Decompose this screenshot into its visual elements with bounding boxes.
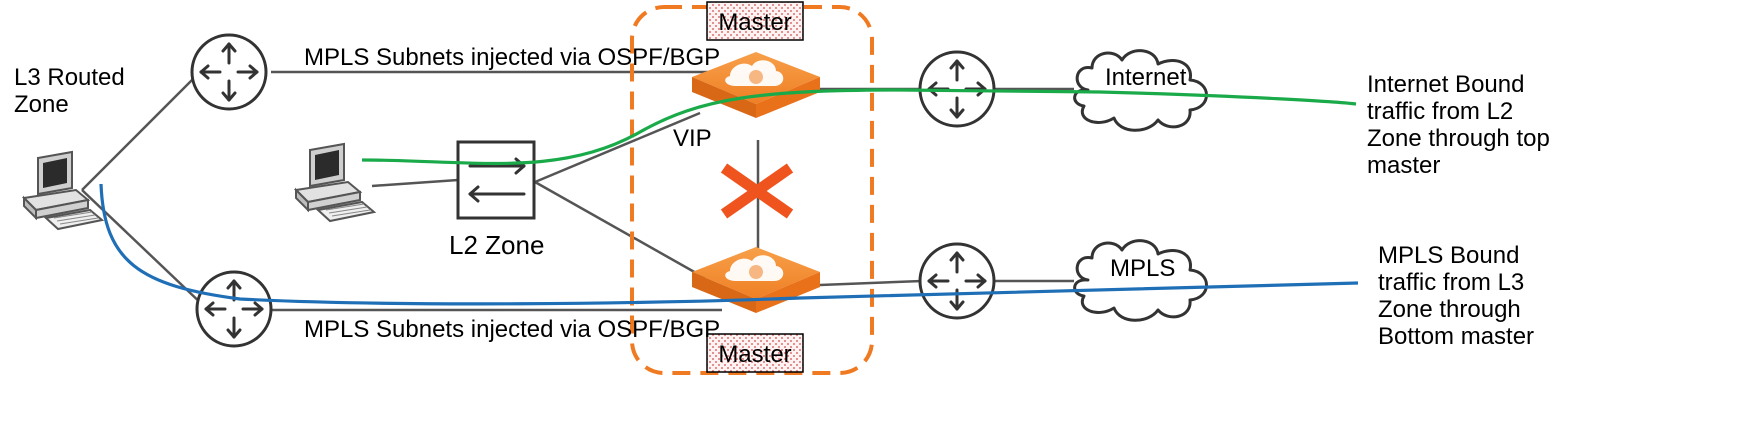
note-line: Zone through bbox=[1378, 296, 1521, 323]
note-line: Bottom master bbox=[1378, 323, 1534, 350]
router-icon bbox=[918, 242, 996, 320]
master-top-label-box: Master bbox=[706, 1, 804, 41]
switch-icon bbox=[456, 140, 536, 220]
link-switch-master-bottom bbox=[534, 180, 706, 280]
link-l3pc-router-top bbox=[81, 71, 201, 191]
master-bottom-label-box: Master bbox=[706, 333, 804, 373]
link-l2pc-switch bbox=[371, 178, 459, 188]
l3-zone-label-line1: L3 Routed bbox=[14, 64, 125, 91]
link-master-bottom-router bbox=[819, 279, 923, 287]
internet-traffic-path bbox=[361, 88, 1357, 166]
bottom-subnets-label: MPLS Subnets injected via OSPF/BGP bbox=[304, 316, 720, 343]
vip-label: VIP bbox=[673, 125, 712, 152]
controller-icon bbox=[692, 247, 820, 313]
internet-traffic-note: Internet Bound traffic from L2 Zone thro… bbox=[1367, 71, 1550, 179]
master-bottom-label: Master bbox=[718, 341, 791, 368]
mpls-traffic-note: MPLS Bound traffic from L3 Zone through … bbox=[1378, 242, 1534, 350]
note-line: Zone through top bbox=[1367, 125, 1550, 152]
l3-zone-label-line2: Zone bbox=[14, 91, 69, 118]
router-icon bbox=[190, 33, 268, 111]
mpls-cloud-label: MPLS bbox=[1110, 255, 1175, 282]
l2-zone-label: L2 Zone bbox=[449, 230, 544, 260]
workstation-icon bbox=[295, 143, 375, 222]
note-line: master bbox=[1367, 152, 1440, 179]
note-line: traffic from L2 bbox=[1367, 98, 1513, 125]
workstation-icon bbox=[23, 151, 103, 230]
link-switch-master-top bbox=[534, 111, 701, 184]
master-top-label: Master bbox=[718, 9, 791, 36]
note-line: MPLS Bound bbox=[1378, 242, 1519, 269]
mpls-traffic-path bbox=[99, 183, 1359, 306]
top-subnets-label: MPLS Subnets injected via OSPF/BGP bbox=[304, 44, 720, 71]
internet-cloud-label: Internet bbox=[1105, 64, 1187, 91]
link-failure-x-icon bbox=[720, 163, 794, 219]
note-line: traffic from L3 bbox=[1378, 269, 1524, 296]
router-icon bbox=[195, 270, 273, 348]
note-line: Internet Bound bbox=[1367, 71, 1524, 98]
